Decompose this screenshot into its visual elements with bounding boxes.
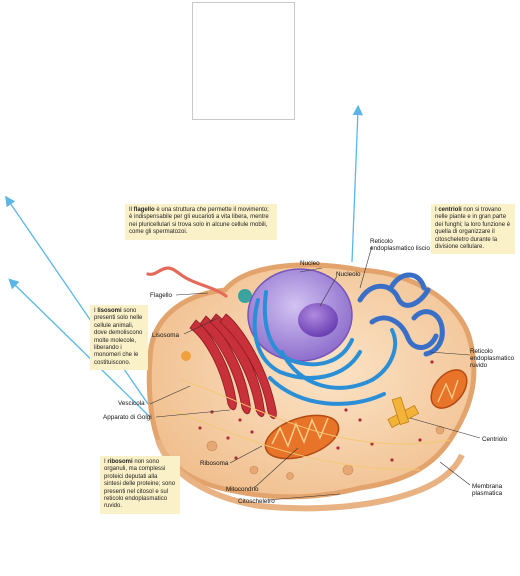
lysosome-shape xyxy=(238,289,252,303)
cell-side-wall xyxy=(155,438,465,512)
label-membrana: Membrana plasmatica xyxy=(472,483,503,497)
note-flagello: Il flagello è una struttura che permette… xyxy=(125,204,277,240)
centriole-shape xyxy=(387,396,420,428)
note-ribosomi: I ribosomi non sono organuli, ma comples… xyxy=(100,456,180,514)
label-lisosoma: Lisosoma xyxy=(152,332,179,339)
label-reticolo-liscio: Reticolo endoplasmatico liscio xyxy=(370,238,430,252)
label-nucleolo: Nucleolo xyxy=(336,271,361,278)
smooth-er-shape xyxy=(357,272,445,357)
nucleolus-shape xyxy=(298,303,338,337)
label-ribosoma: Ribosoma xyxy=(200,460,229,467)
label-reticolo-ruvido: Reticolo endoplasmatico ruvido xyxy=(470,348,515,369)
note-centrioli: I centrioli non si trovano nelle piante … xyxy=(431,204,515,255)
leader-lines xyxy=(149,245,481,501)
label-flagello: Flagello xyxy=(150,292,173,299)
golgi-shape xyxy=(189,313,277,419)
flagellum-shape xyxy=(146,266,228,298)
label-centriolo: Centriolo xyxy=(482,436,508,443)
vesicles xyxy=(206,425,445,480)
rough-er-shape xyxy=(252,290,398,406)
label-vescicola: Vescicola xyxy=(118,400,145,407)
label-citoscheletro: Citoscheletro xyxy=(238,498,275,505)
note-lisosomi: I lisosomi sono presenti solo nelle cell… xyxy=(90,305,148,371)
mitochondrion-shape xyxy=(264,369,468,460)
lysosome-shape-2 xyxy=(181,351,191,361)
cytoskeleton-lines xyxy=(169,379,451,471)
label-mitocondrio: Mitocondrio xyxy=(226,486,259,493)
label-apparato-golgi: Apparato di Golgi xyxy=(103,414,152,421)
arrow-up-center xyxy=(351,104,363,263)
empty-answer-box[interactable] xyxy=(192,2,295,120)
ribosome-dots xyxy=(198,360,434,462)
label-nucleo: Nucleo xyxy=(300,260,320,267)
arrow-left-bottom xyxy=(8,278,151,418)
